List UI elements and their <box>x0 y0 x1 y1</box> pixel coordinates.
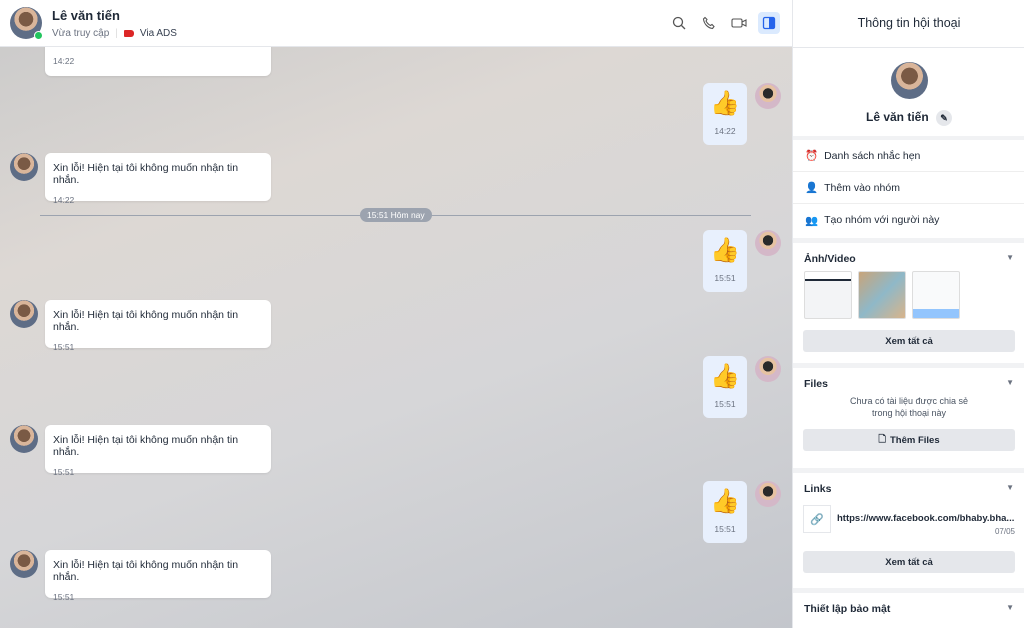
edit-name-icon[interactable]: ✎ <box>936 110 953 126</box>
caret-down-icon[interactable]: ▼ <box>1006 483 1014 492</box>
file-icon: 🗋 <box>878 434 886 445</box>
thumbs-up-emoji: 👍 <box>710 363 740 390</box>
incoming-message: Xin lỗi! Hiện tại tôi không muốn nhận ti… <box>45 153 271 205</box>
my-avatar <box>755 481 781 507</box>
contact-avatar[interactable] <box>10 550 38 578</box>
add-to-group-item[interactable]: 👤Thêm vào nhóm <box>793 172 1024 204</box>
profile-avatar[interactable] <box>891 62 928 99</box>
my-avatar <box>755 356 781 382</box>
create-group-item[interactable]: 👥Tạo nhóm với người này <box>805 214 940 227</box>
contact-avatar[interactable] <box>10 153 38 181</box>
outgoing-message: 👍15:51 <box>703 481 747 543</box>
contact-avatar[interactable] <box>10 300 38 328</box>
caret-down-icon[interactable]: ▼ <box>1006 603 1014 612</box>
thumbs-up-emoji: 👍 <box>710 90 740 117</box>
link-icon: 🔗 <box>803 505 831 533</box>
files-empty-text: Chưa có tài liệu được chia sẻ trong hội … <box>849 396 968 418</box>
profile-name: Lê văn tiến <box>865 110 929 124</box>
files-section-title: Files <box>804 378 828 390</box>
chat-area: Lê văn tiến Vừa truy cập|Via ADS 14:22 1… <box>0 0 792 628</box>
caret-down-icon[interactable]: ▼ <box>1006 253 1014 262</box>
panel-title: Thông tin hội thoại <box>793 0 1024 48</box>
toggle-info-panel-icon[interactable] <box>758 12 780 34</box>
date-divider-label: 15:51 Hôm nay <box>360 208 432 222</box>
link-item[interactable]: 🔗 https://www.facebook.com/bhaby.bha... … <box>803 505 1015 545</box>
add-files-button[interactable]: 🗋Thêm Files <box>803 429 1015 451</box>
security-section-title: Thiết lập bảo mật <box>804 603 891 615</box>
media-thumbnail[interactable] <box>858 271 906 319</box>
links-section-title: Links <box>804 483 832 495</box>
status-text: Vừa truy cập <box>52 28 110 39</box>
reminder-list-item[interactable]: ⏰Danh sách nhắc hẹn <box>793 140 1024 172</box>
link-date: 07/05 <box>994 527 1015 536</box>
separator: | <box>115 28 118 39</box>
media-thumbnail[interactable] <box>804 271 852 319</box>
outgoing-message: 👍15:51 <box>703 230 747 292</box>
phone-icon[interactable] <box>698 12 720 34</box>
my-avatar <box>755 83 781 109</box>
chat-header: Lê văn tiến Vừa truy cập | Via ADS <box>0 0 792 47</box>
media-section-title: Ảnh/Video <box>804 253 856 265</box>
thumbs-up-emoji: 👍 <box>710 488 740 515</box>
my-avatar <box>755 230 781 256</box>
video-call-icon[interactable] <box>728 12 750 34</box>
group-add-icon: 👥 <box>805 214 819 227</box>
add-user-icon: 👤 <box>805 182 819 194</box>
source-label: Via ADS <box>139 28 177 39</box>
outgoing-message: 👍15:51 <box>703 356 747 418</box>
alarm-clock-icon: ⏰ <box>805 150 819 162</box>
thumbs-up-emoji: 👍 <box>710 237 740 264</box>
contact-avatar[interactable] <box>10 425 38 453</box>
contact-name: Lê văn tiến <box>52 8 120 23</box>
search-icon[interactable] <box>668 12 690 34</box>
info-panel: Thông tin hội thoại Lê văn tiến ✎ ⏰Danh … <box>792 0 1024 628</box>
link-url[interactable]: https://www.facebook.com/bhaby.bha... <box>837 513 1015 524</box>
view-all-links-button[interactable]: Xem tất cả <box>803 551 1015 573</box>
online-indicator <box>34 31 43 40</box>
outgoing-message: 👍14:22 <box>703 83 747 145</box>
caret-down-icon[interactable]: ▼ <box>1006 378 1014 387</box>
incoming-message: Xin lỗi! Hiện tại tôi không muốn nhận ti… <box>45 550 271 602</box>
incoming-message: Xin lỗi! Hiện tại tôi không muốn nhận ti… <box>45 425 271 477</box>
tag-icon <box>123 30 134 37</box>
media-thumbnail[interactable] <box>912 271 960 319</box>
incoming-message: Xin lỗi! Hiện tại tôi không muốn nhận ti… <box>45 300 271 352</box>
view-all-media-button[interactable]: Xem tất cả <box>803 330 1015 352</box>
